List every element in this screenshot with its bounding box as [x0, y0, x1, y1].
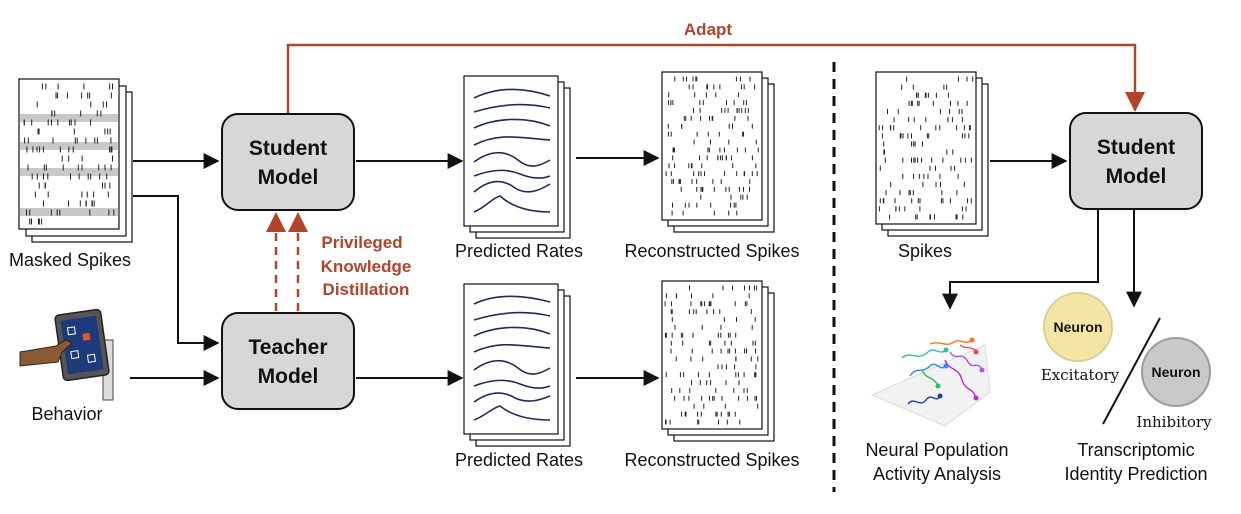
rate-curves-icon [463, 75, 559, 227]
svg-text:Distillation: Distillation [323, 280, 410, 299]
behavior-label: Behavior [31, 404, 102, 424]
svg-text:Privileged: Privileged [321, 233, 402, 252]
classification-divider [1102, 317, 1161, 425]
reconstructed-spikes-bottom-stack [661, 280, 775, 442]
adapt-label: Adapt [684, 20, 733, 39]
inhibitory-neuron: Neuron [1141, 337, 1211, 407]
student-model-title-line2: Model [258, 166, 319, 189]
rate-curves-icon [463, 283, 559, 435]
student-model-right-box: Student Model [1069, 112, 1203, 210]
reconstructed-spikes-top-stack [661, 71, 775, 233]
student-model-title-line1: Student [249, 137, 327, 160]
masked-to-teacher-arrow [133, 195, 220, 351]
neuron-circle-icon [1043, 292, 1113, 362]
svg-text:Knowledge: Knowledge [321, 257, 412, 276]
reconstructed-spikes-bottom-label: Reconstructed Spikes [624, 450, 799, 470]
spikes-input-stack [875, 71, 989, 237]
reconstructed-spikes-top-label: Reconstructed Spikes [624, 241, 799, 261]
predicted-rates-top-stack [463, 75, 571, 239]
svg-text:Student: Student [1097, 136, 1175, 159]
svg-text:Model: Model [1106, 165, 1167, 188]
teacher-model-title-line2: Model [258, 365, 319, 388]
adapt-arrow [286, 43, 1145, 113]
neural-population-label-line2: Activity Analysis [873, 464, 1001, 484]
masked-spikes-label: Masked Spikes [9, 250, 131, 270]
masked-spikes-stack [18, 78, 133, 243]
excitatory-label: Excitatory [1041, 366, 1120, 384]
neural-population-label-line1: Neural Population [865, 440, 1008, 460]
touchscreen-behavior-icon [19, 308, 114, 401]
trajectory-plot-icon [870, 337, 991, 427]
inhibitory-label: Inhibitory [1136, 413, 1212, 431]
teacher-model-box: Teacher Model [221, 312, 355, 410]
predicted-rates-bottom-stack [463, 283, 571, 447]
transcriptomic-label-line2: Identity Prediction [1064, 464, 1207, 484]
distillation-label: Privileged Knowledge Distillation [321, 233, 412, 299]
neuron-circle-icon [1141, 337, 1211, 407]
spikes-label: Spikes [898, 241, 952, 261]
svg-text:Neuron: Neuron [1152, 364, 1201, 380]
spike-raster-icon [18, 78, 120, 230]
student-model-box: Student Model [221, 113, 355, 211]
transcriptomic-label-line1: Transcriptomic [1077, 440, 1194, 460]
spike-raster-icon [661, 280, 763, 430]
spike-raster-icon [661, 71, 763, 221]
student-to-population-arrow [942, 209, 1099, 310]
excitatory-neuron: Neuron [1043, 292, 1113, 362]
svg-text:Neuron: Neuron [1054, 319, 1103, 335]
predicted-rates-top-label: Predicted Rates [455, 241, 583, 261]
spike-raster-icon [875, 71, 977, 225]
predicted-rates-bottom-label: Predicted Rates [455, 450, 583, 470]
teacher-model-title-line1: Teacher [249, 336, 328, 359]
